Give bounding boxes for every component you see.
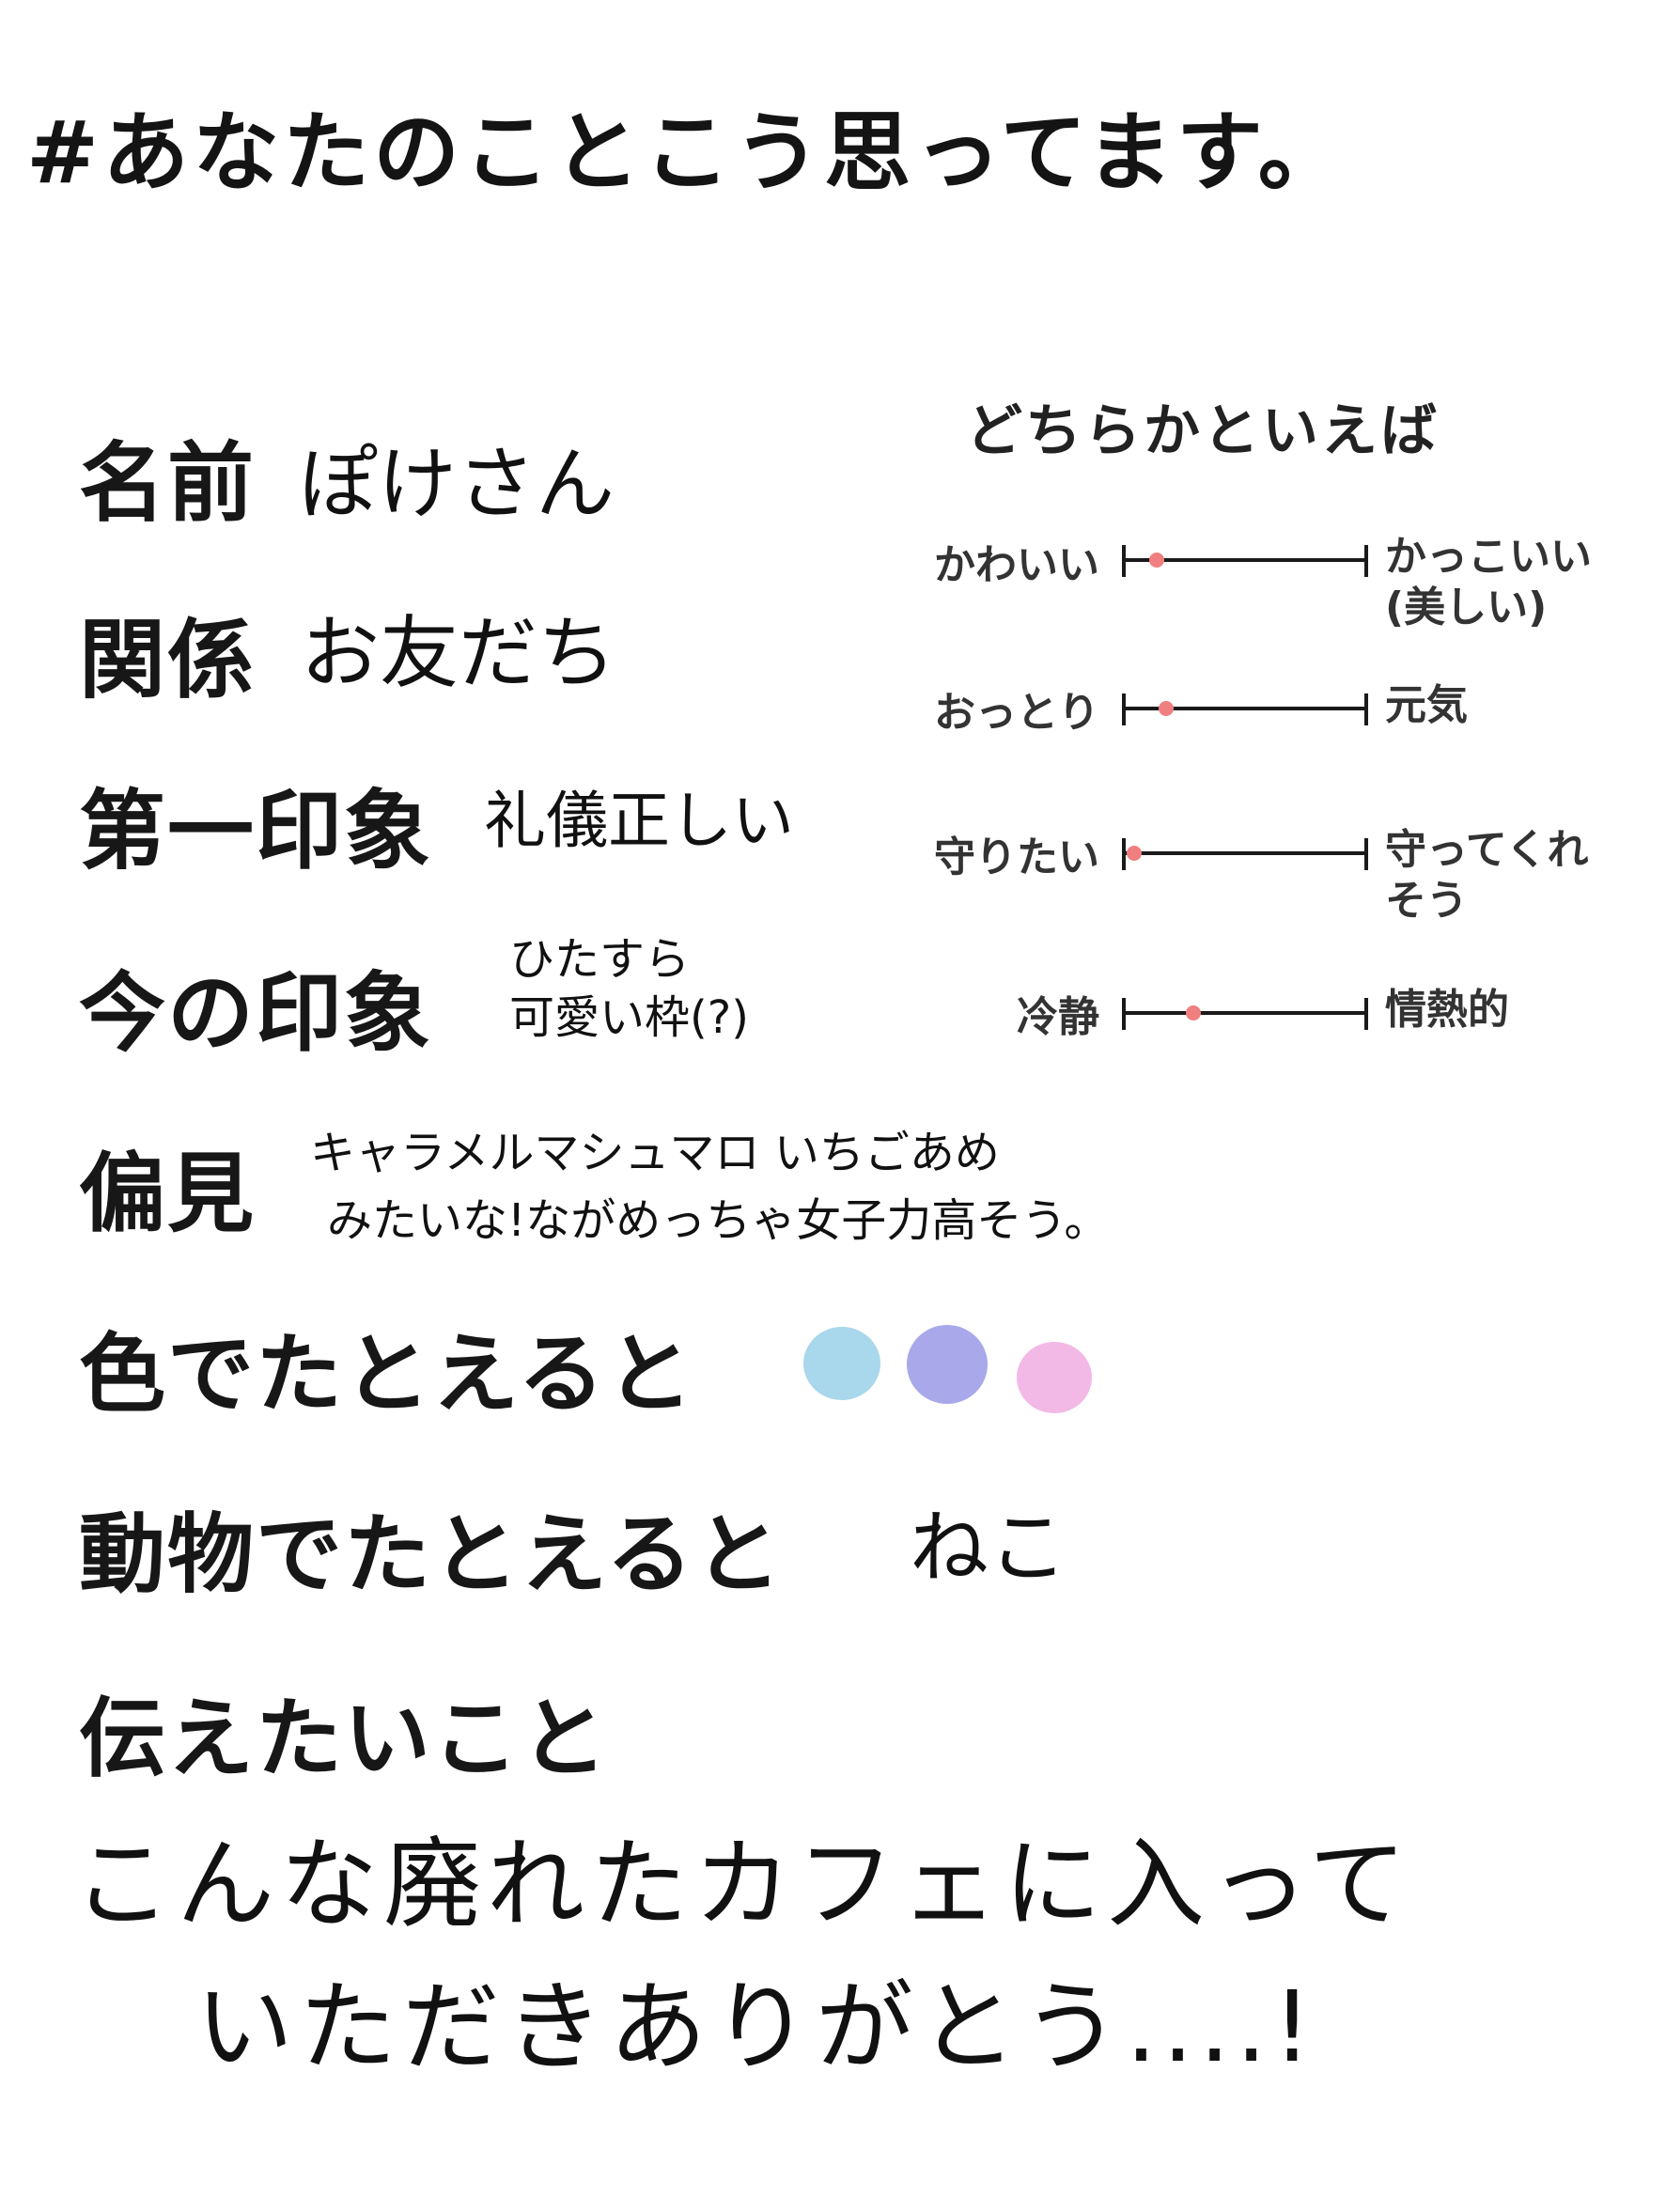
scale-1-track — [1122, 545, 1368, 577]
scale-2-right-label-line1: 元気 — [1385, 681, 1468, 729]
scale-3-right-label-line2: そう — [1385, 877, 1468, 925]
prejudice-line1: キャラメルマシュマロ いちごあめ — [310, 1127, 1000, 1179]
color-swatch-3 — [1017, 1342, 1092, 1413]
prejudice-line2: みたいな!ながめっちゃ女子力高そう。 — [327, 1194, 1110, 1247]
relation-value: お友だち — [301, 607, 617, 699]
scale-2-track — [1122, 693, 1368, 725]
current-impression-label: 今の印象 — [79, 963, 433, 1064]
first-impression-value: 礼儀正しい — [484, 785, 794, 857]
page-title: #あなたのことこう思ってます。 — [26, 102, 1348, 203]
current-impression-line2: 可愛い枠(?) — [509, 991, 749, 1044]
animal-value: ねこ — [910, 1502, 1068, 1594]
scale-3-left-label: 守りたい — [934, 833, 1099, 881]
scale-2-left-label: おっとり — [934, 689, 1099, 737]
color-swatch-1 — [803, 1327, 880, 1400]
scale-4-left-label: 冷静 — [1017, 993, 1099, 1041]
message-line2: いただきありがとう....! — [195, 1970, 1317, 2084]
animal-label: 動物でたとえると — [79, 1504, 784, 1605]
scale-4-right-label-line1: 情熱的 — [1385, 986, 1509, 1034]
scale-4-marker — [1185, 1005, 1201, 1020]
scale-3-marker — [1127, 846, 1143, 861]
color-swatch-2 — [907, 1325, 988, 1404]
scale-3-right-label-line1: 守ってくれ — [1385, 826, 1589, 874]
scale-1-marker — [1148, 553, 1164, 568]
name-label: 名前 — [79, 433, 257, 534]
current-impression-line1: ひたすら — [509, 933, 691, 986]
message-line1: こんな廃れたカフェに入って — [73, 1827, 1412, 1941]
scale-1-right-label-line1: かっこいい — [1385, 533, 1592, 581]
scale-2-marker — [1159, 701, 1175, 716]
relation-label: 関係 — [79, 610, 257, 710]
message-label: 伝えたいこと — [79, 1689, 610, 1789]
scale-3-track — [1122, 838, 1368, 870]
scales-title: どちらかといえば — [966, 398, 1440, 464]
color-label: 色でたとえると — [79, 1324, 695, 1425]
first-impression-label: 第一印象 — [79, 781, 433, 881]
scale-1-right-label-line2: (美しい) — [1385, 584, 1548, 631]
name-value: ぽけさん — [299, 438, 615, 530]
prejudice-label: 偏見 — [79, 1144, 257, 1244]
scale-1-left-label: かわいい — [934, 541, 1099, 589]
scale-4-track — [1122, 998, 1368, 1030]
